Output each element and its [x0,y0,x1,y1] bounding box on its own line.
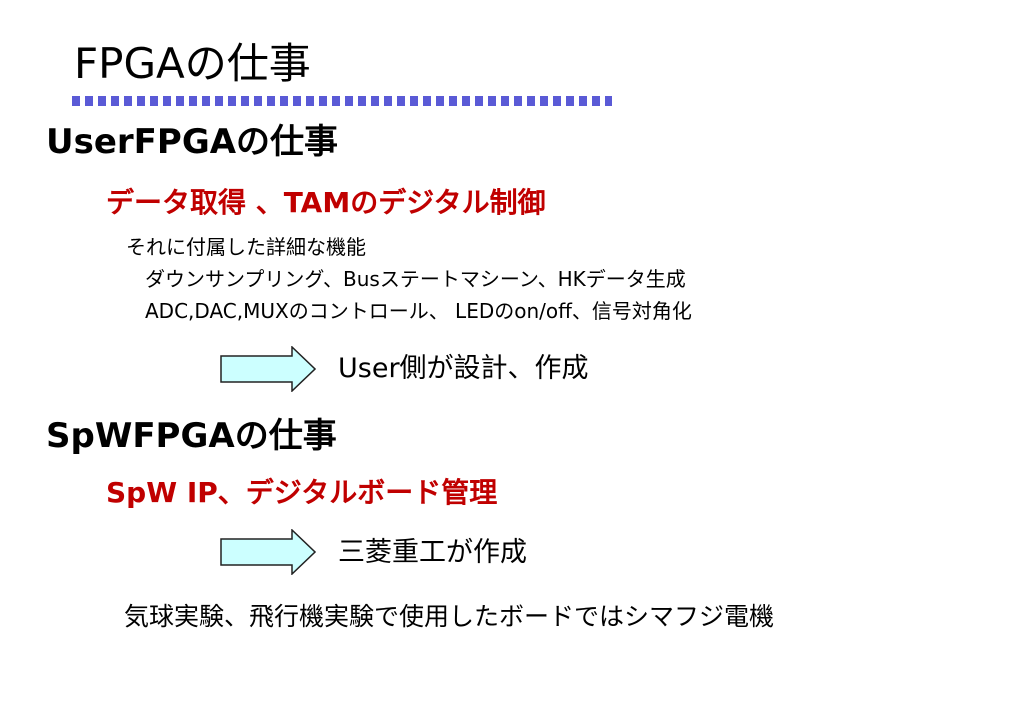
right-arrow-icon [220,346,316,392]
user-fpga-heading: UserFPGAの仕事 [46,122,339,162]
title-dotted-rule [72,96,612,106]
user-result-text: User側が設計、作成 [338,353,589,384]
user-fpga-subheading: データ取得 、TAMのデジタル制御 [106,186,546,219]
detail-line-2: ダウンサンプリング、Busステートマシーン、HKデータ生成 [145,267,686,291]
right-arrow-icon [220,529,316,575]
spw-fpga-subheading: SpW IP、デジタルボード管理 [106,476,498,509]
detail-line-3: ADC,DAC,MUXのコントロール、 LEDのon/off、信号対角化 [145,299,692,323]
footer-note: 気球実験、飛行機実験で使用したボードではシマフジ電機 [124,602,775,631]
spw-fpga-heading: SpWFPGAの仕事 [46,416,337,456]
spw-result-text: 三菱重工が作成 [338,537,527,568]
slide-title: FPGAの仕事 [74,39,311,88]
detail-line-1: それに付属した詳細な機能 [126,235,366,259]
